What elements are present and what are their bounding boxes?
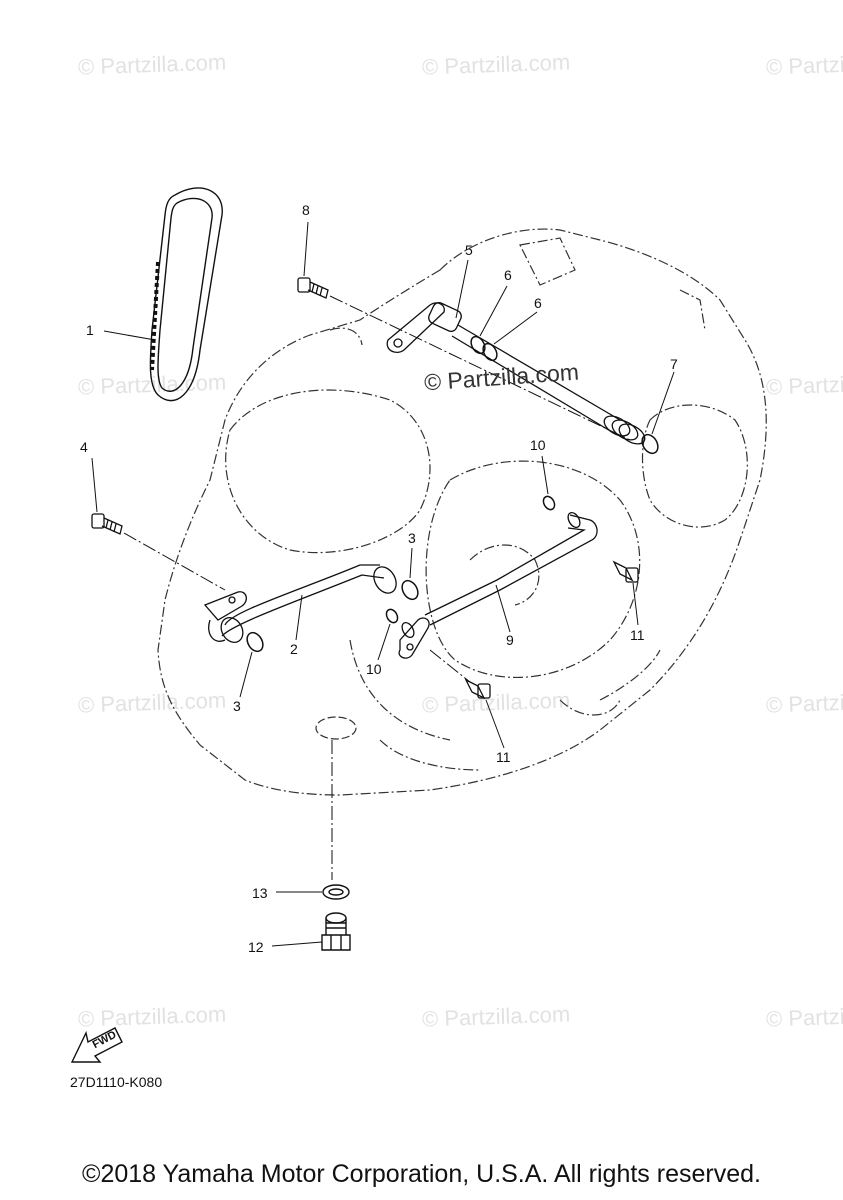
callout-6b: 6 <box>534 295 542 311</box>
drain-plug-12 <box>321 912 351 951</box>
oil-pipe-2 <box>203 564 397 643</box>
callout-6a: 6 <box>504 267 512 283</box>
axis-line <box>329 295 631 441</box>
callout-10b: 10 <box>366 661 382 677</box>
gasket-13 <box>322 884 350 900</box>
oil-pipe-5 <box>386 302 646 445</box>
o-ring-6b <box>482 342 498 362</box>
o-ring-10b <box>385 608 399 624</box>
callout-7: 7 <box>670 356 678 372</box>
fwd-arrow-icon <box>70 1027 123 1063</box>
o-ring-3b <box>246 631 264 653</box>
o-ring-6a <box>470 335 486 355</box>
callout-2: 2 <box>290 641 298 657</box>
callout-10a: 10 <box>530 437 546 453</box>
callout-3b: 3 <box>233 698 241 714</box>
bolt-11a <box>612 560 639 583</box>
drain-boss <box>315 716 357 740</box>
bolt-8 <box>297 277 329 299</box>
callout-11a: 11 <box>630 627 645 643</box>
callout-9: 9 <box>506 632 514 648</box>
crankcase-outline <box>157 228 767 796</box>
callout-4: 4 <box>80 439 88 455</box>
leader-lines <box>91 221 675 947</box>
callout-3a: 3 <box>408 530 416 546</box>
o-ring-10a <box>542 495 556 511</box>
o-ring-3a <box>401 579 419 601</box>
callout-13: 13 <box>252 885 268 901</box>
axis-line <box>429 649 471 683</box>
callout-11b: 11 <box>496 749 511 765</box>
copyright-notice: ©2018 Yamaha Motor Corporation, U.S.A. A… <box>82 1160 761 1188</box>
callout-1: 1 <box>86 322 94 338</box>
callout-5: 5 <box>465 242 473 258</box>
axis-line <box>123 532 226 591</box>
o-ring-7 <box>641 433 659 455</box>
drawing-code: 27D1110-K080 <box>70 1074 163 1090</box>
oil-pipe-9 <box>398 511 598 659</box>
callout-12: 12 <box>248 939 264 955</box>
bolt-11b <box>464 678 491 700</box>
oil-pump-chain <box>149 187 223 402</box>
bolt-4 <box>91 513 123 535</box>
callout-8: 8 <box>302 202 310 218</box>
